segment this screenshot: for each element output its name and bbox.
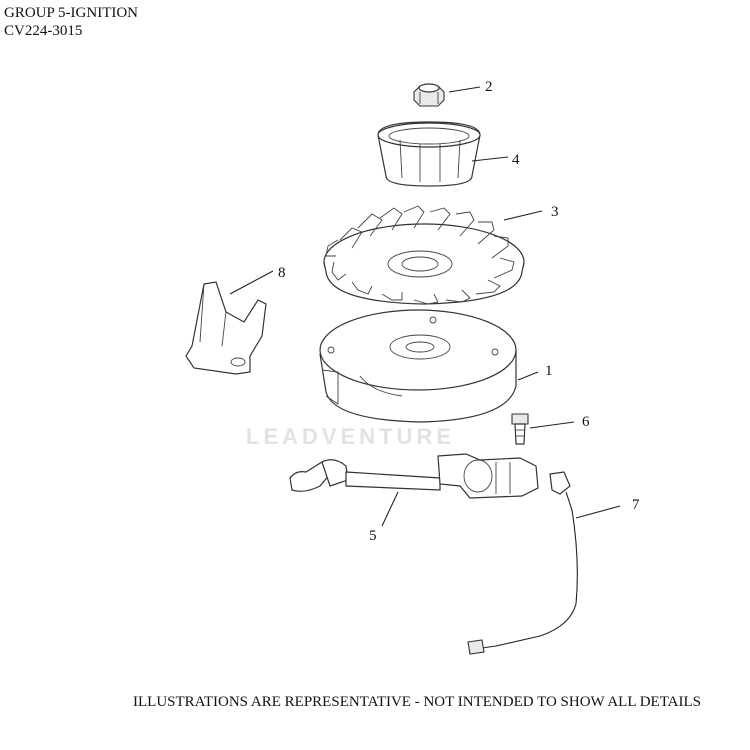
callout-number-6: 6 bbox=[582, 414, 590, 430]
callout-number-3: 3 bbox=[551, 204, 559, 220]
bracket-part[interactable] bbox=[185, 281, 267, 375]
group-title: GROUP 5-IGNITION bbox=[4, 5, 139, 21]
callout-number-4: 4 bbox=[512, 152, 520, 168]
ignition-module-part[interactable] bbox=[289, 453, 539, 499]
callout-number-1: 1 bbox=[545, 363, 553, 379]
disclaimer-footer: ILLUSTRATIONS ARE REPRESENTATIVE - NOT I… bbox=[133, 694, 701, 710]
callout-number-2: 2 bbox=[485, 79, 493, 95]
model-number: CV224-3015 bbox=[4, 23, 83, 39]
callout-leaders bbox=[229, 86, 621, 527]
callout-number-7: 7 bbox=[632, 497, 640, 513]
kill-wire-part[interactable] bbox=[467, 471, 578, 655]
callout-number-5: 5 bbox=[369, 528, 377, 544]
screw-part[interactable] bbox=[511, 413, 529, 445]
fan-cup-part[interactable] bbox=[377, 121, 481, 187]
watermark-logo: LEADVENTURE bbox=[246, 424, 456, 449]
flywheel-nut-part[interactable] bbox=[413, 83, 445, 107]
callout-number-8: 8 bbox=[278, 265, 286, 281]
flywheel-part[interactable] bbox=[319, 309, 517, 423]
cooling-fan-part[interactable] bbox=[323, 205, 525, 305]
